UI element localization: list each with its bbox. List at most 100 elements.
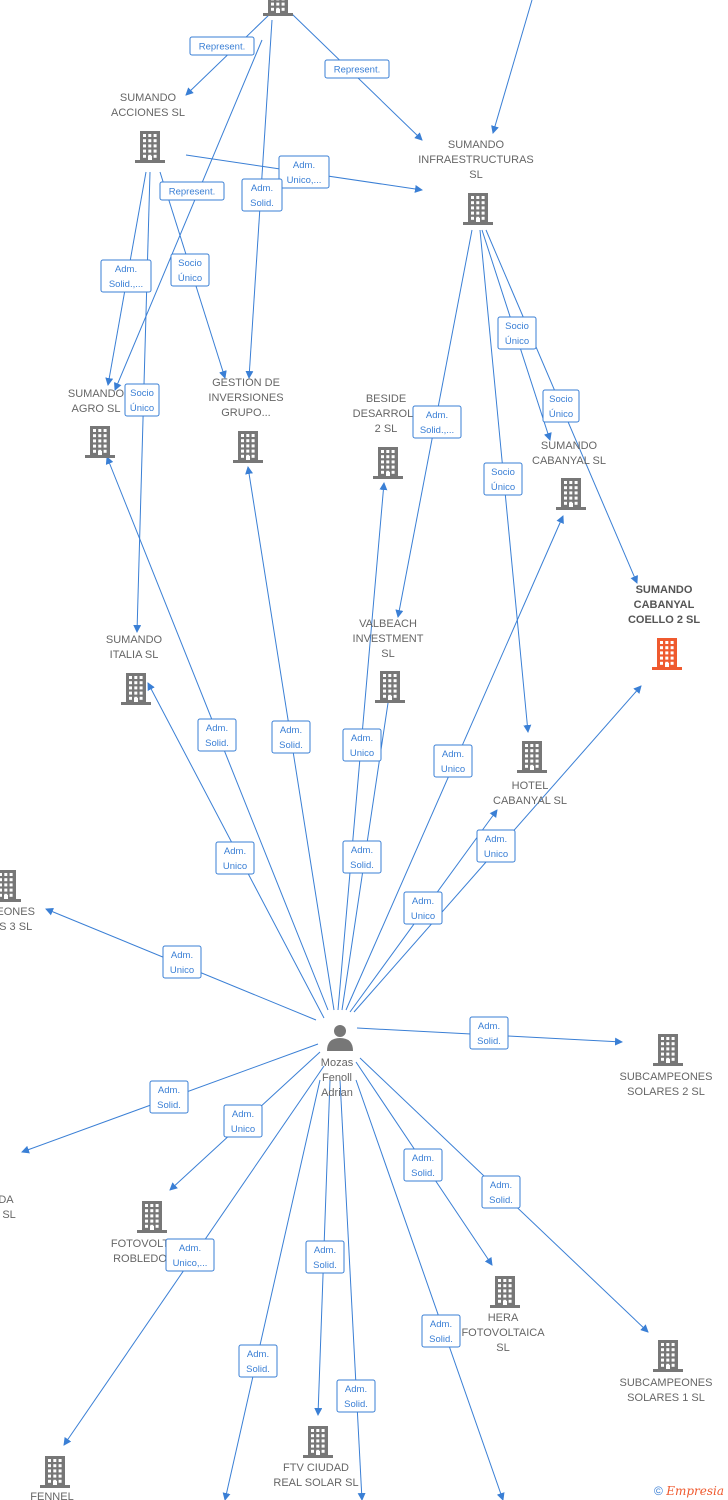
svg-text:Adm.: Adm. [293, 160, 315, 171]
edge-label-m-robledo[interactable]: Adm.Unico [223, 1104, 263, 1138]
building-icon[interactable] [135, 131, 165, 163]
svg-text:Unico: Unico [411, 911, 435, 922]
edge-label-m-hotel[interactable]: Adm.Unico [403, 891, 443, 925]
edge-label-adm-solid-acc[interactable]: Adm.Solid.,... [100, 259, 152, 293]
svg-text:Único: Único [491, 482, 515, 493]
edge-label-m-italia[interactable]: Adm.Unico [215, 841, 255, 875]
building-icon[interactable] [652, 638, 682, 670]
edge-label-m-left[interactable]: Adm.Solid. [149, 1080, 189, 1114]
svg-text:Socio: Socio [178, 258, 202, 269]
svg-text:Adm.: Adm. [490, 1180, 512, 1191]
node-label-leftcut[interactable]: DA/ SL [0, 1194, 16, 1221]
svg-text:Unico,...: Unico,... [287, 175, 322, 186]
edge-labels-layer: Represent.Represent.Adm.Unico,...Adm.Sol… [100, 36, 580, 1413]
edge-label-adm-unico-acc[interactable]: Adm. Unico,... [278, 155, 330, 189]
svg-text:Único: Único [505, 336, 529, 347]
svg-text:Solid.: Solid. [350, 860, 374, 871]
edge-label-m-sub1[interactable]: Adm.Solid. [481, 1175, 521, 1209]
edge-label-represent-3[interactable]: Represent. [159, 181, 225, 201]
edge-label-m-down2[interactable]: Adm.Solid. [336, 1379, 376, 1413]
edge-label-m-beside[interactable]: Adm.Solid. [342, 840, 382, 874]
edge-label-m-ftv[interactable]: Adm.Solid. [305, 1240, 345, 1274]
svg-text:Adm.: Adm. [314, 1245, 336, 1256]
svg-text:Solid.,...: Solid.,... [420, 425, 454, 436]
building-icon[interactable] [463, 193, 493, 225]
svg-text:Represent.: Represent. [199, 42, 245, 53]
edge-label-adm-solid-top[interactable]: Adm.Solid. [241, 178, 283, 212]
relation-edge [222, 1079, 321, 1500]
svg-text:Solid.: Solid. [477, 1036, 501, 1047]
edge-label-m-hera[interactable]: Adm.Solid. [403, 1148, 443, 1182]
building-icon[interactable] [121, 673, 151, 705]
edge-label-m-sub3[interactable]: Adm.Unico [162, 945, 202, 979]
building-icon[interactable] [373, 447, 403, 479]
building-icon[interactable] [40, 1456, 70, 1488]
edges-layer [21, 0, 649, 1500]
svg-text:Represent.: Represent. [169, 187, 215, 198]
building-icon[interactable] [263, 0, 293, 16]
copyright-notice: © Empresia [654, 1484, 724, 1498]
svg-text:Adm.: Adm. [171, 950, 193, 961]
edge-label-m-fennel[interactable]: Adm.Unico,... [165, 1238, 215, 1272]
svg-text:Unico: Unico [350, 748, 374, 759]
node-label-fennel[interactable]: FENNEL [30, 1491, 73, 1500]
edge-label-m-down1[interactable]: Adm.Solid. [238, 1344, 278, 1378]
edge-label-m-cabanyal[interactable]: Adm.Unico [433, 744, 473, 778]
building-icon[interactable] [517, 741, 547, 773]
building-icon[interactable] [137, 1201, 167, 1233]
person-icon[interactable] [327, 1025, 353, 1051]
edge-label-represent-2[interactable]: Represent. [324, 59, 390, 79]
edge-label-m-down3[interactable]: Adm.Solid. [421, 1314, 461, 1348]
relation-edge [355, 1079, 505, 1500]
svg-text:Adm.: Adm. [412, 1153, 434, 1164]
building-icon[interactable] [85, 426, 115, 458]
svg-text:Represent.: Represent. [334, 65, 380, 76]
building-icon[interactable] [556, 478, 586, 510]
svg-text:Unico: Unico [484, 849, 508, 860]
edge-label-represent-1[interactable]: Represent. [189, 36, 255, 56]
svg-text:Socio: Socio [130, 388, 154, 399]
copyright-symbol: © [654, 1484, 663, 1498]
brand-logo[interactable]: Empresia [666, 1484, 724, 1498]
svg-text:Solid.: Solid. [250, 198, 274, 209]
svg-text:Adm.: Adm. [158, 1085, 180, 1096]
edge-label-adm-solid-inf[interactable]: Adm.Solid.,... [412, 405, 462, 439]
edge-label-m-agro[interactable]: Adm.Solid. [197, 718, 237, 752]
building-icon[interactable] [0, 870, 21, 902]
edge-label-m-coello[interactable]: Adm. Unico [476, 829, 516, 863]
building-icon[interactable] [303, 1426, 333, 1458]
svg-text:Adm.: Adm. [485, 834, 507, 845]
building-icon[interactable] [653, 1340, 683, 1372]
building-icon[interactable] [375, 671, 405, 703]
svg-text:Solid.: Solid. [429, 1334, 453, 1345]
building-icon[interactable] [653, 1034, 683, 1066]
node-label-sub3[interactable]: PEONESES 3 SL [0, 906, 35, 933]
edge-label-m-gestion[interactable]: Adm.Solid. [271, 720, 311, 754]
edge-label-m-valbeach[interactable]: Adm.Unico [342, 728, 382, 762]
building-icon[interactable] [490, 1276, 520, 1308]
building-icon[interactable] [233, 431, 263, 463]
svg-text:Unico,...: Unico,... [173, 1258, 208, 1269]
edge-label-m-sub2[interactable]: Adm.Solid. [469, 1016, 509, 1050]
